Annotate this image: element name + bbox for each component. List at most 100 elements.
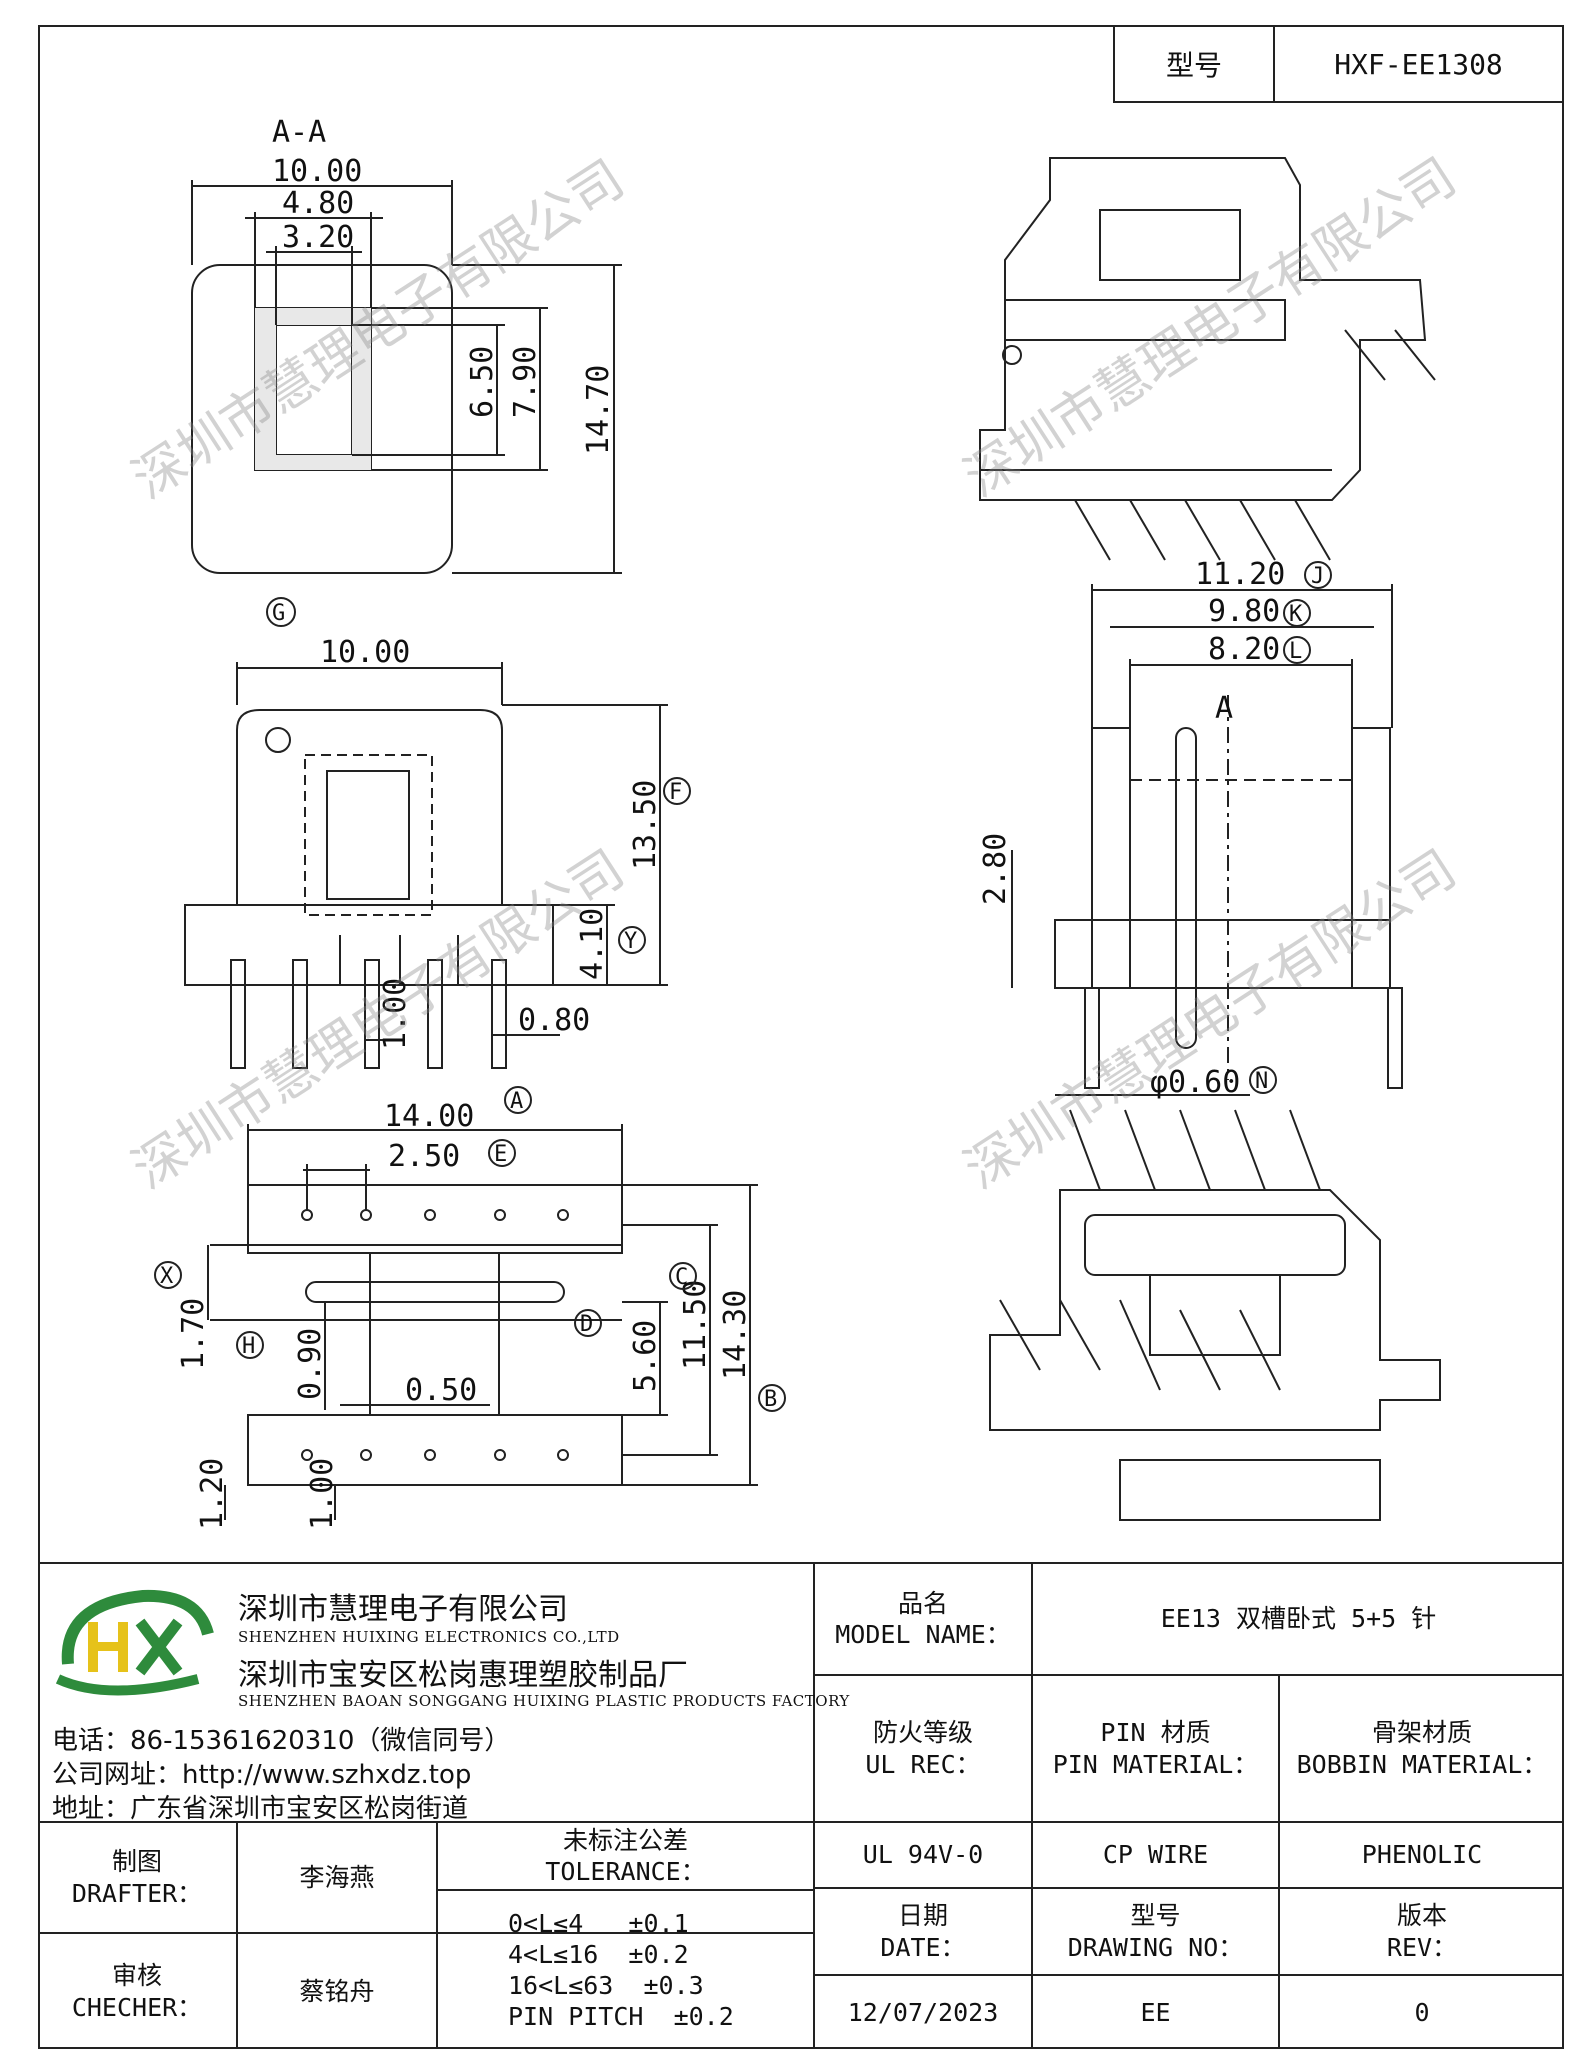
dim-14-00: 14.00 (384, 1099, 474, 1134)
dim-6-50: 6.50 (465, 346, 500, 418)
dim-5-60: 5.60 (628, 1320, 663, 1392)
model-value: HXF-EE1308 (1334, 47, 1503, 81)
tolerance-row-1: 0<L≤4 ±0.1 (508, 1908, 689, 1938)
marker-k: K (1289, 602, 1303, 627)
model-label: 型号 (1115, 27, 1275, 101)
dim-0-90: 0.90 (293, 1328, 328, 1400)
bobbin-material-value: PHENOLIC (1361, 1840, 1483, 1870)
tolerance-table: 0<L≤4 ±0.1 4<L≤16 ±0.2 16<L≤63 ±0.3 PIN … (438, 1891, 813, 2049)
marker-l: L (1289, 639, 1302, 664)
rev-value: 0 (1414, 1997, 1430, 2027)
drafter-value: 李海燕 (299, 1862, 375, 1892)
marker-h: H (242, 1334, 255, 1359)
dim-0-60: φ0.60 (1150, 1065, 1240, 1100)
marker-b: B (764, 1387, 777, 1412)
dim-1-20: 1.20 (195, 1458, 230, 1530)
company-phone: 电话：86-15361620310（微信同号） (52, 1726, 511, 1756)
marker-f: F (669, 780, 682, 805)
marker-n: N (1255, 1069, 1268, 1094)
marker-c: C (675, 1265, 688, 1290)
dim-9-80: 9.80 (1208, 594, 1280, 629)
model-number-box: 型号 HXF-EE1308 (1113, 27, 1562, 103)
ul-rec-value: UL 94V-0 (862, 1840, 984, 1870)
dim-7-90: 7.90 (508, 346, 543, 418)
dim-8-20: 8.20 (1208, 632, 1280, 667)
dim-11-20: 11.20 (1195, 557, 1285, 592)
drawing-no-value: EE (1140, 1997, 1171, 2027)
marker-a: A (510, 1089, 523, 1114)
section-mark-a-top: A (1215, 691, 1233, 726)
iso-bottom-outline (989, 1189, 1441, 1431)
front-view: G 10.00 13.50 4.10 F Y 1.00 0.80 (184, 597, 691, 1069)
section-outer-body (191, 264, 453, 574)
factory-name-en: SHENZHEN BAOAN SONGGANG HUIXING PLASTIC … (238, 1692, 850, 1710)
company-name-cn: 深圳市慧理电子有限公司 (238, 1592, 568, 1627)
model-name-value: EE13 双槽卧式 5+5 针 (1160, 1604, 1437, 1634)
front-core-hidden (304, 754, 433, 916)
dim-1-70: 1.70 (176, 1298, 211, 1370)
pin-material-value: CP WIRE (1102, 1840, 1209, 1870)
bottom-divider (305, 1281, 565, 1303)
technical-drawing: A-A 10.00 4.80 3.20 6.50 7.90 14.70 G (122, 115, 1466, 1530)
title-block: HX 深圳市慧理电子有限公司 SHENZHEN HUIXING ELECTRON… (38, 1562, 1564, 2049)
dim-3-20: 3.20 (282, 220, 354, 255)
dim-0-80: 0.80 (518, 1003, 590, 1038)
factory-name-cn: 深圳市宝安区松岗惠理塑胶制品厂 (238, 1658, 688, 1693)
marker-g: G (272, 601, 285, 626)
isometric-view-bottom (989, 1109, 1441, 1521)
watermark-1: 深圳市慧理电子有限公司 (122, 149, 634, 511)
side-base (1054, 919, 1391, 989)
front-flange (236, 709, 503, 906)
dim-14-30: 14.30 (718, 1290, 753, 1380)
bottom-core (369, 1252, 500, 1416)
section-view-aa: A-A 10.00 4.80 3.20 6.50 7.90 14.70 (191, 115, 622, 574)
dim-1-00-front: 1.00 (378, 978, 413, 1050)
side-view: 11.20 J 9.80 K 8.20 L A 2.80 φ0.60 N (978, 557, 1403, 1100)
company-address: 地址：广东省深圳市宝安区松岗街道 (52, 1794, 469, 1824)
watermark-4: 深圳市慧理电子有限公司 (954, 839, 1466, 1201)
date-value: 12/07/2023 (847, 1997, 999, 2027)
isometric-view-top (979, 157, 1436, 561)
dim-13-50: 13.50 (628, 780, 663, 870)
company-logo-icon: HX (48, 1584, 214, 1696)
marker-d: D (580, 1312, 593, 1337)
dim-4-10: 4.10 (575, 908, 610, 980)
marker-y-front: Y (624, 929, 637, 954)
front-base (184, 904, 554, 986)
marker-e: E (494, 1142, 507, 1167)
side-left-flange (1091, 727, 1131, 989)
dim-4-80: 4.80 (282, 186, 354, 221)
tolerance-row-2: 4<L≤16 ±0.2 (508, 1939, 689, 1969)
bottom-view: 14.00 A 2.50 E 14.30 11.50 5.60 C D B X (154, 1086, 786, 1530)
front-window (326, 770, 410, 900)
dim-10-00-top: 10.00 (272, 154, 362, 189)
svg-text:HX: HX (48, 1584, 50, 1585)
company-website: 公司网址：http://www.szhxdz.top (52, 1760, 472, 1790)
marker-j: J (1311, 564, 1324, 589)
dim-0-50: 0.50 (405, 1373, 477, 1408)
side-divider (1175, 727, 1197, 1049)
tolerance-row-4: PIN PITCH ±0.2 (508, 2002, 734, 2032)
checker-value: 蔡铭舟 (299, 1976, 375, 2006)
dim-11-50: 11.50 (678, 1280, 713, 1370)
dim-14-70: 14.70 (581, 365, 616, 455)
watermark-2: 深圳市慧理电子有限公司 (954, 147, 1466, 509)
dim-2-80: 2.80 (978, 833, 1013, 905)
marker-x: X (160, 1264, 174, 1289)
drawing-sheet (38, 25, 1564, 2049)
section-label: A-A (272, 115, 326, 150)
dim-2-50: 2.50 (388, 1139, 460, 1174)
tolerance-row-3: 16<L≤63 ±0.3 (508, 1971, 704, 2000)
dim-10-00-front: 10.00 (320, 635, 410, 670)
company-name-en: SHENZHEN HUIXING ELECTRONICS CO.,LTD (238, 1628, 620, 1646)
